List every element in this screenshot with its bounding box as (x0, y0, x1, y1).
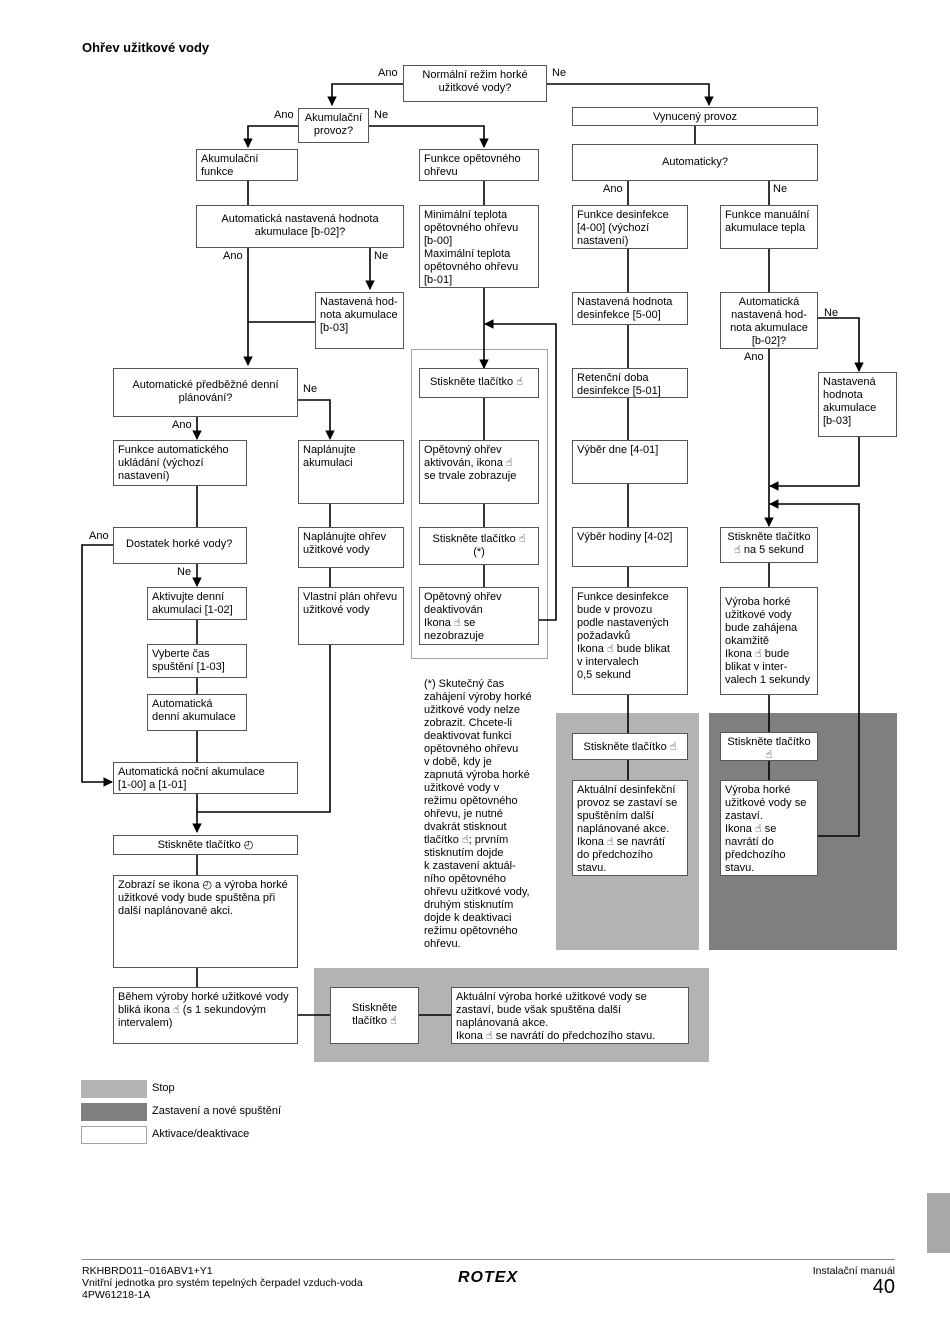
box-press-button-bottom: Stiskněte tlačítko ☝ (330, 987, 419, 1044)
footer-manual-name: Instalační manuál (812, 1265, 895, 1277)
box-storage-setpoint: Nastavená hod- nota akumulace [b-03] (315, 292, 404, 349)
label-yes: Ano (378, 67, 398, 79)
label-yes: Ano (172, 419, 192, 431)
footer-divider (82, 1259, 895, 1260)
box-icon-blinks-during-dhw: Během výroby horké užitkové vody bliká i… (113, 987, 298, 1044)
label-no: Ne (552, 67, 567, 79)
box-press-button-5s: Stiskněte tlačítko ☝ na 5 sekund (720, 527, 818, 563)
box-disinfection-setpoint: Nastavená hodnota desinfekce [5-00] (572, 292, 688, 325)
label-yes: Ano (744, 351, 764, 363)
box-day-selection: Výběr dne [4-01] (572, 440, 688, 484)
box-manual-storage: Funkce manuální akumulace tepla (720, 205, 818, 249)
box-hour-selection: Výběr hodiny [4-02] (572, 527, 688, 567)
legend-swatch-stop (81, 1080, 147, 1098)
box-dhw-stops-next-action: Aktuální výroba horké užitkové vody se z… (451, 987, 689, 1044)
box-press-button-stop-manual: Stiskněte tlačítko ☝ (720, 732, 818, 761)
label-yes: Ano (89, 530, 109, 542)
box-press-button-reheat: Stiskněte tlačítko ☝ (419, 368, 539, 398)
box-forced-mode: Vynucený provoz (572, 107, 818, 126)
label-yes: Ano (223, 250, 243, 262)
box-storage-function: Akumulační funkce (196, 149, 298, 181)
box-activate-daily-storage: Aktivujte denní akumulaci [1-02] (147, 587, 247, 620)
decision-auto-daily-planning: Automatické předběžné denní plánování? (113, 368, 298, 417)
label-no: Ne (303, 383, 318, 395)
label-no: Ne (824, 307, 839, 319)
box-press-button-reheat-star: Stiskněte tlačítko ☝ (*) (419, 527, 539, 565)
box-reheat-activated: Opětovný ohřev aktivován, ikona ☝ se trv… (419, 440, 539, 504)
box-plan-storage: Naplánujte akumulaci (298, 440, 404, 504)
box-disinfection-retention: Retenční doba desinfekce [5-01] (572, 368, 688, 398)
legend-label-stop: Stop (152, 1082, 175, 1094)
box-press-clock-button: Stiskněte tlačítko ◴ (113, 835, 298, 855)
box-auto-save-function: Funkce automatického ukládání (výchozí n… (113, 440, 247, 486)
box-disinfection-stops: Aktuální desinfekční provoz se zastaví s… (572, 780, 688, 876)
legend-label-activation: Aktivace/deaktivace (152, 1128, 250, 1140)
box-reheat-function: Funkce opětovného ohřevu (419, 149, 539, 181)
box-select-start-time: Vyberte čas spuštění [1-03] (147, 644, 247, 678)
box-reheat-deactivated: Opětovný ohřev deaktivován Ikona ☝ se ne… (419, 587, 539, 645)
decision-auto-storage-setpoint: Automatická nastavená hodnota akumulace … (196, 205, 404, 248)
page-number: 40 (872, 1276, 895, 1298)
box-plan-dhw-heating: Naplánujte ohřev užitkové vody (298, 527, 404, 568)
decision-storage-mode: Akumulační provoz? (298, 108, 369, 143)
decision-automatic: Automaticky? (572, 144, 818, 181)
footnote-reheat: (*) Skutečný čas zahájení výroby horké u… (424, 678, 532, 950)
page-title: Ohřev užitkové vody (82, 40, 210, 55)
zone-reheat-frame (411, 349, 548, 659)
rotex-logo: ROTEX (458, 1269, 519, 1286)
label-no: Ne (374, 109, 389, 121)
footer-document-info: RKHBRD011~016ABV1+Y1 Vnitřní jednotka pr… (82, 1265, 363, 1301)
legend-label-restart: Zastavení a nové spuštění (152, 1105, 282, 1117)
label-no: Ne (374, 250, 389, 262)
box-auto-night-storage: Automatická noční akumulace [1-00] a [1-… (113, 762, 298, 794)
box-disinfection-function: Funkce desinfekce [4-00] (výchozí nastav… (572, 205, 688, 249)
decision-normal-mode: Normální režim horké užitkové vody? (403, 65, 547, 102)
box-disinfection-operation: Funkce desinfekce bude v provozu podle n… (572, 587, 688, 695)
label-yes: Ano (603, 183, 623, 195)
box-dhw-start-immediately: Výroba horké užitkové vody bude zahájena… (720, 587, 818, 695)
box-auto-daily-storage: Automatická denní akumulace (147, 694, 247, 731)
legend-swatch-activation (81, 1126, 147, 1144)
legend-swatch-restart (81, 1103, 147, 1121)
label-no: Ne (773, 183, 788, 195)
decision-auto-storage-setpoint-manual: Automatická nastavená hod- nota akumulac… (720, 292, 818, 349)
box-dhw-stops: Výroba horké užitkové vody se zastaví. I… (720, 780, 818, 876)
box-reheat-temps: Minimální teplota opětovného ohřevu [b-0… (419, 205, 539, 288)
label-yes: Ano (274, 109, 294, 121)
box-own-dhw-plan: Vlastní plán ohřevu užitkové vody (298, 587, 404, 645)
box-storage-setpoint-right: Nastavená hodnota akumulace [b-03] (818, 372, 897, 437)
box-clock-icon-shown: Zobrazí se ikona ◴ a výroba horké užitko… (113, 875, 298, 968)
decision-enough-hot-water: Dostatek horké vody? (113, 527, 247, 564)
page-side-tab (927, 1193, 950, 1253)
label-no: Ne (177, 566, 192, 578)
box-press-button-stop-disinfection: Stiskněte tlačítko ☝ (572, 733, 688, 760)
